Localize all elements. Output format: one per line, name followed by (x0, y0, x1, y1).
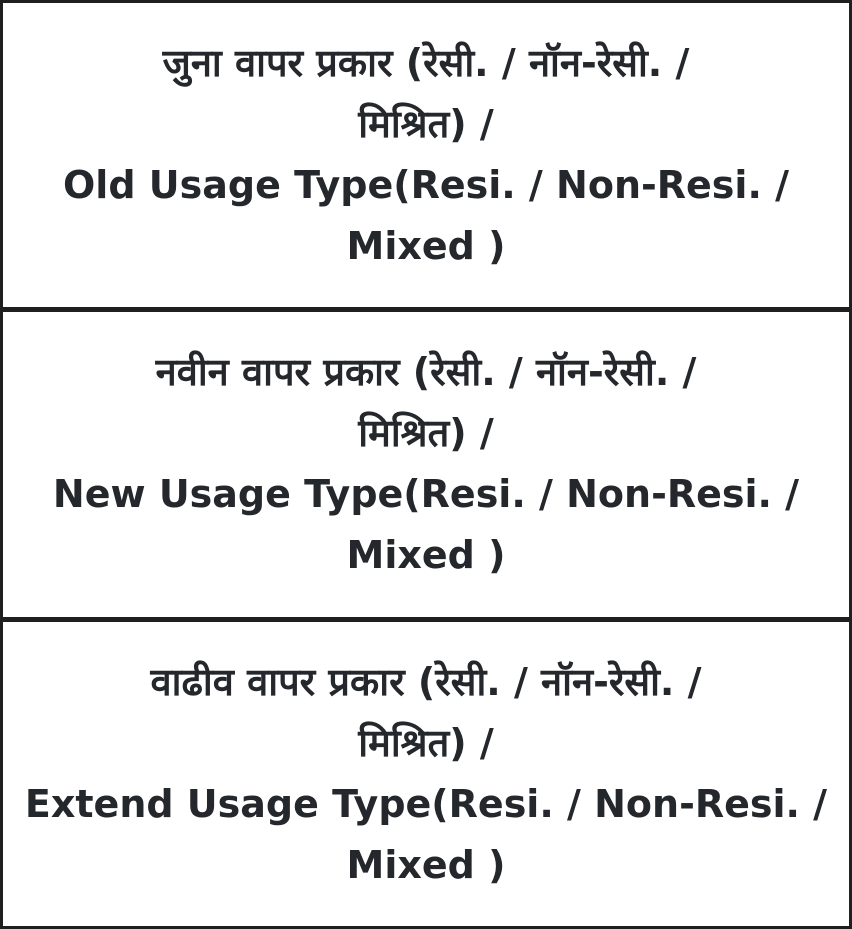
extend-usage-type-marathi-line-2: मिश्रित) / (358, 720, 494, 765)
extend-usage-type-english-line-2: Mixed ) (346, 842, 506, 887)
extend-usage-type-cell: वाढीव वापर प्रकार (रेसी. / नॉन-रेसी. / म… (3, 616, 849, 926)
extend-usage-type-marathi-line-1: वाढीव वापर प्रकार (रेसी. / नॉन-रेसी. / (150, 659, 702, 704)
new-usage-type-marathi-line-1: नवीन वापर प्रकार (रेसी. / नॉन-रेसी. / (155, 350, 697, 395)
old-usage-type-english-line-2: Mixed ) (346, 224, 506, 269)
new-usage-type-english-line-2: Mixed ) (346, 533, 506, 578)
new-usage-type-english-line-1: New Usage Type(Resi. / Non-Resi. / (52, 472, 800, 517)
old-usage-type-cell: जुना वापर प्रकार (रेसी. / नॉन-रेसी. / मि… (3, 3, 849, 307)
new-usage-type-marathi-line-2: मिश्रित) / (358, 411, 494, 456)
old-usage-type-marathi-line-2: मिश्रित) / (358, 102, 494, 147)
extend-usage-type-english-line-1: Extend Usage Type(Resi. / Non-Resi. / (24, 781, 828, 826)
new-usage-type-cell: नवीन वापर प्रकार (रेसी. / नॉन-रेसी. / मि… (3, 307, 849, 616)
old-usage-type-english-line-1: Old Usage Type(Resi. / Non-Resi. / (62, 163, 789, 208)
old-usage-type-marathi-line-1: जुना वापर प्रकार (रेसी. / नॉन-रेसी. / (162, 41, 690, 86)
